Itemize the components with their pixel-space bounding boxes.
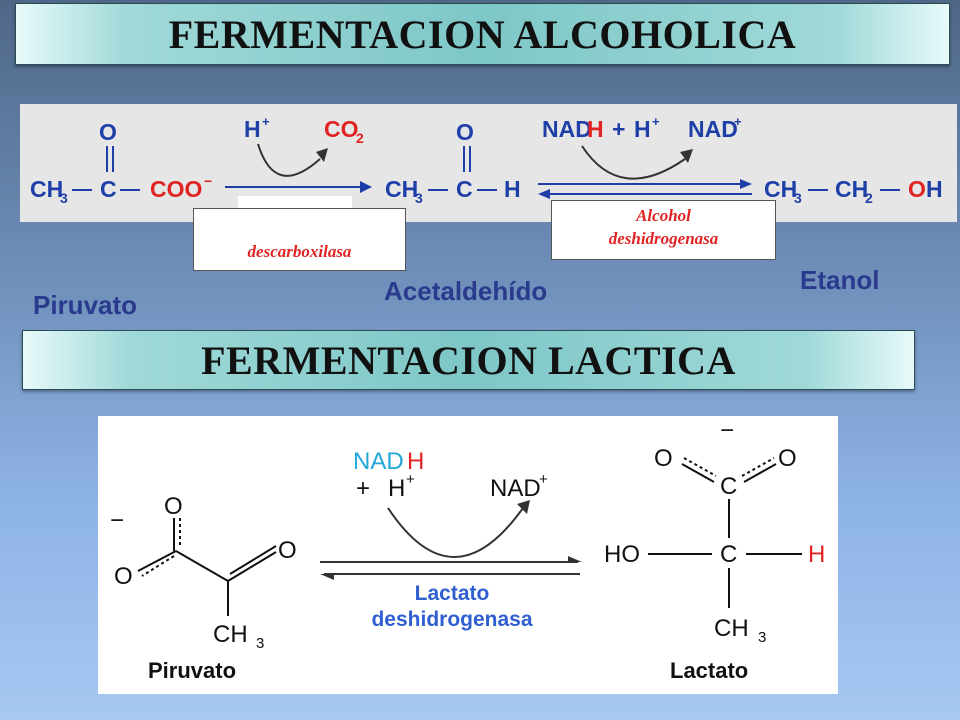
co2-out: CO <box>324 116 359 142</box>
lac-nad-plus: NAD <box>490 475 541 502</box>
lac-nadh-nad: NAD <box>353 448 404 475</box>
enzyme-box-alcohol-dehydrogenase: Alcohol deshidrogenasa <box>551 200 776 260</box>
lac-pyr-minus: − <box>110 507 124 534</box>
lac-h-plus-sup: + <box>406 471 415 488</box>
nad-plus: NAD <box>688 116 738 142</box>
lac-enzyme-line2: deshidrogenasa <box>371 608 532 631</box>
co2-sub2: 2 <box>356 130 364 146</box>
enzyme-box-decarboxylase: descarboxilasa <box>193 208 406 271</box>
lac-pyr-o-right: O <box>278 537 297 564</box>
lac-pyr-o-top: O <box>164 493 183 520</box>
h-plus-in: H <box>244 116 261 142</box>
nadh-plus: + <box>612 116 625 142</box>
label-pyruvate: Piruvato <box>33 290 138 320</box>
nadh-h: H <box>587 116 604 142</box>
title-alcoholic: FERMENTACION ALCOHOLICA <box>168 11 797 57</box>
enzyme-alcohol-line2: deshidrogenasa <box>608 229 719 248</box>
eth-o: O <box>908 176 926 202</box>
lac-lact-sub3: 3 <box>758 629 766 646</box>
eth-sub2: 2 <box>865 190 873 206</box>
lac-lact-ho: HO <box>604 541 640 568</box>
lac-label-lactate: Lactato <box>670 658 748 683</box>
pyr-ch3: CH <box>30 176 63 202</box>
lactic-reaction-panel: − O O O CH 3 Piruvato NAD H + H + NAD + <box>98 416 838 694</box>
label-acetaldehyde: Acetaldehído <box>384 276 548 306</box>
lac-h-plus: H <box>388 475 405 502</box>
lac-label-pyruvate: Piruvato <box>148 658 236 683</box>
title-lactic: FERMENTACION LACTICA <box>201 337 736 383</box>
lac-lact-o-left: O <box>654 445 673 472</box>
nadh-nad: NAD <box>542 116 592 142</box>
lac-lact-h: H <box>808 541 825 568</box>
alcoholic-reaction-diagram: O CH 3 C COO − H + CO 2 O CH 3 <box>30 114 943 206</box>
lac-lact-ch3: CH <box>714 615 749 642</box>
label-ethanol: Etanol <box>800 265 880 295</box>
title-banner-lactic: FERMENTACION LACTICA <box>22 330 915 390</box>
acet-carbon: C <box>456 176 473 202</box>
lactic-reaction-diagram: − O O O CH 3 Piruvato NAD H + H + NAD + <box>110 417 825 683</box>
title-banner-alcoholic: FERMENTACION ALCOHOLICA <box>15 3 950 65</box>
eth-sub3: 3 <box>794 190 802 206</box>
decarboxylase-box-top <box>238 196 352 210</box>
pyr-charge: − <box>204 173 212 189</box>
acet-ch3: CH <box>385 176 418 202</box>
acet-sub3: 3 <box>415 190 423 206</box>
h-plus-in-sup: + <box>262 114 270 129</box>
lac-pyr-ch3: CH <box>213 621 248 648</box>
pyr-sub3: 3 <box>60 190 68 206</box>
lac-pyr-sub3: 3 <box>256 635 264 652</box>
eth-ch3: CH <box>764 176 797 202</box>
lac-nadh-h: H <box>407 448 424 475</box>
enzyme-alcohol-line1: Alcohol <box>636 206 691 225</box>
lac-lact-o-right: O <box>778 445 797 472</box>
lac-pyr-o-left: O <box>114 563 133 590</box>
pyr-carbonyl-o: O <box>99 119 117 145</box>
h-plus-2: H <box>634 116 651 142</box>
lac-lact-c-mid: C <box>720 541 737 568</box>
acet-h: H <box>504 176 521 202</box>
enzyme-decarboxylase: descarboxilasa <box>247 242 352 261</box>
lac-plus: + <box>356 475 370 502</box>
eth-ch2: CH <box>835 176 868 202</box>
pyr-carbon: C <box>100 176 117 202</box>
lac-enzyme-line1: Lactato <box>415 582 490 605</box>
nad-plus-sup: + <box>734 114 742 129</box>
lac-nad-plus-sup: + <box>539 471 548 488</box>
h-plus-2-sup: + <box>652 114 660 129</box>
acet-carbonyl-o: O <box>456 119 474 145</box>
pyr-coo: COO <box>150 176 202 202</box>
lac-lact-minus: − <box>720 417 734 444</box>
alcoholic-reaction-panel: O CH 3 C COO − H + CO 2 O CH 3 <box>20 104 957 222</box>
lac-lact-c-top: C <box>720 473 737 500</box>
eth-h: H <box>926 176 943 202</box>
